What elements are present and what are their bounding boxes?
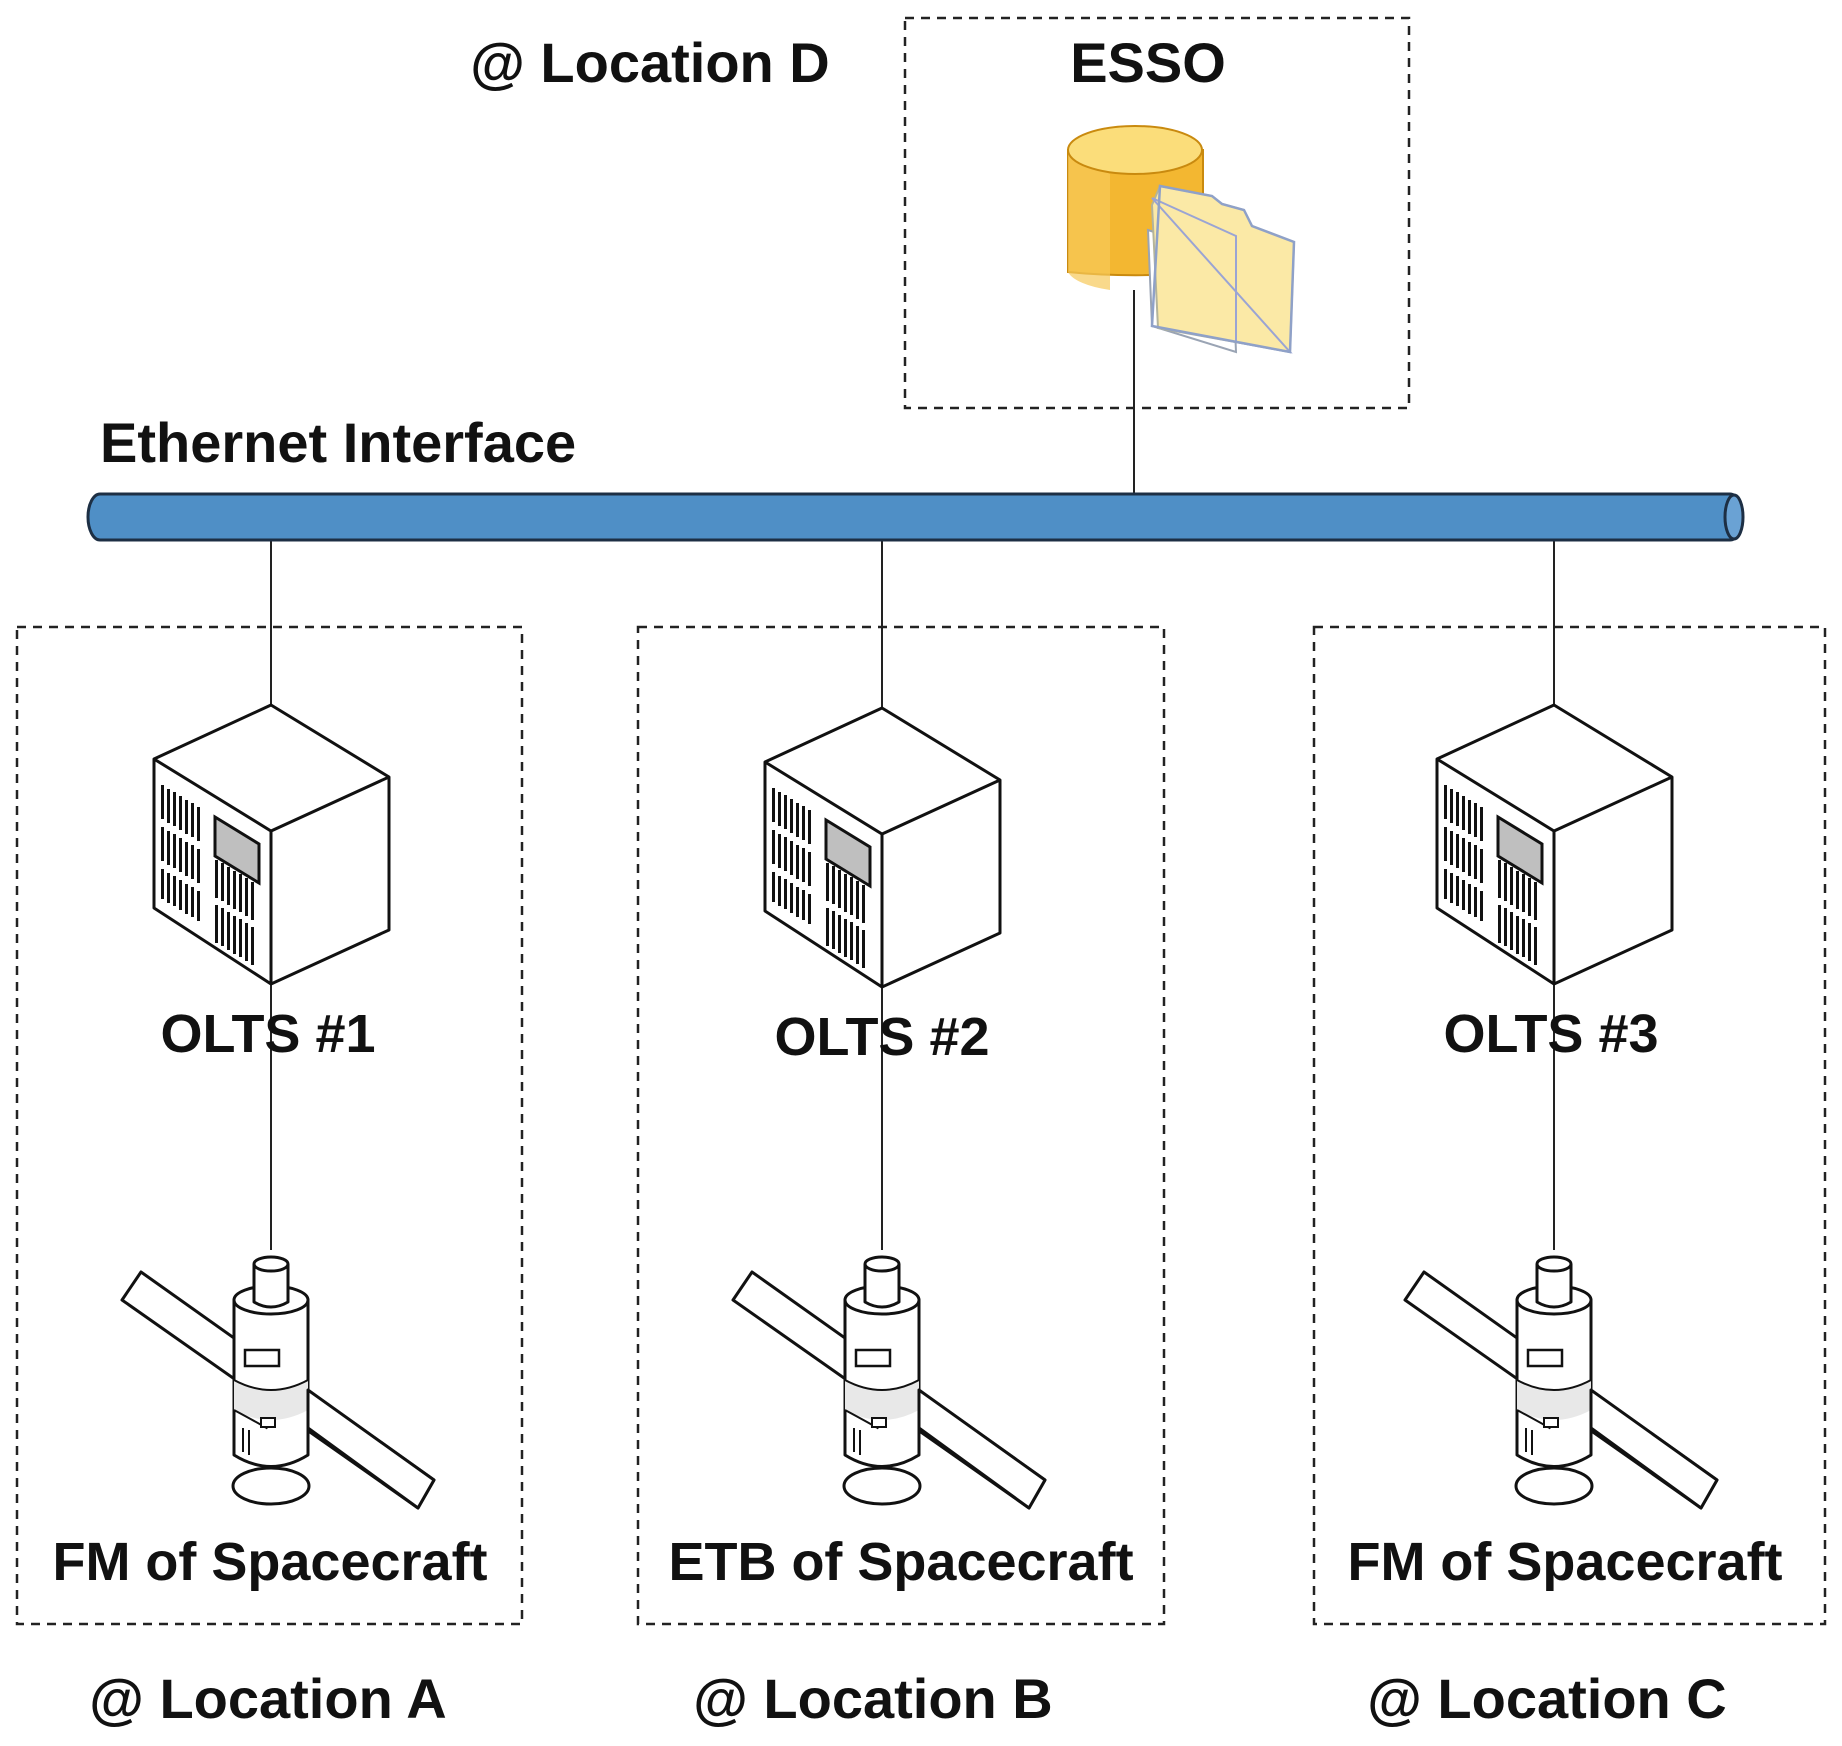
satellite-icon	[731, 1255, 1047, 1510]
server-tower-icon	[1435, 703, 1674, 986]
location-c-box	[1312, 625, 1827, 1626]
spacecraft-1-label: FM of Spacecraft	[52, 1532, 487, 1592]
location-d-label: @ Location D	[470, 31, 830, 94]
location-b-box	[636, 625, 1166, 1626]
ethernet-interface-label: Ethernet Interface	[100, 411, 576, 474]
satellite-icon	[1403, 1255, 1719, 1510]
esso-label: ESSO	[1070, 31, 1226, 94]
server-tower-icon	[763, 706, 1002, 989]
location-d-box	[903, 16, 1411, 410]
olts-2-label: OLTS #2	[774, 1007, 989, 1067]
satellite-icon	[120, 1255, 436, 1510]
location-a-label: @ Location A	[89, 1667, 446, 1730]
ethernet-bus	[86, 492, 1745, 542]
olts-3-label: OLTS #3	[1443, 1004, 1658, 1064]
location-c-label: @ Location C	[1367, 1667, 1727, 1730]
location-b-label: @ Location B	[693, 1667, 1053, 1730]
spacecraft-2-label: ETB of Spacecraft	[668, 1532, 1133, 1592]
spacecraft-3-label: FM of Spacecraft	[1347, 1532, 1782, 1592]
server-tower-icon	[152, 703, 391, 986]
olts-1-label: OLTS #1	[160, 1004, 375, 1064]
database-with-folder-icon	[1067, 125, 1296, 354]
